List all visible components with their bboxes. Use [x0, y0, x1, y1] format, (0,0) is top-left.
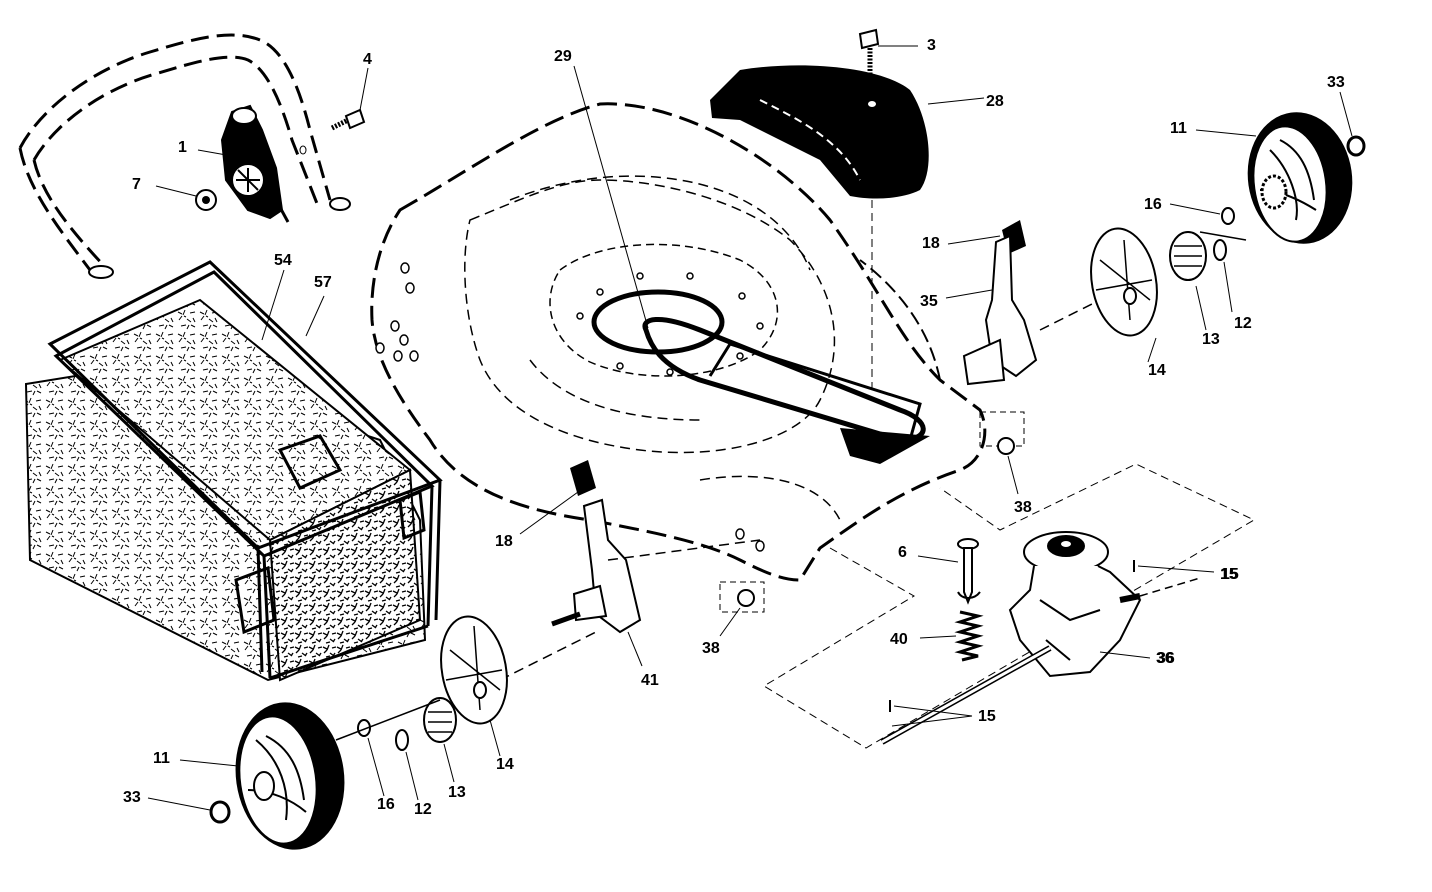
grass-bag [24, 298, 427, 682]
label-part-15-right: 15 [1220, 566, 1238, 583]
washer-16 [1221, 207, 1235, 225]
label-part-54: 54 [274, 252, 292, 269]
label-part-18-left: 18 [495, 533, 513, 550]
washer-16 [357, 719, 371, 737]
hubcap [440, 615, 508, 725]
label-part-16-left: 16 [377, 796, 395, 813]
part-38-box [719, 581, 765, 613]
label-part-29: 29 [554, 48, 572, 65]
label-part-3: 3 [927, 37, 936, 54]
belt-guard [840, 428, 930, 464]
mower-deck [370, 102, 987, 582]
label-part-14-left: 14 [496, 756, 514, 773]
washer-12 [1213, 239, 1227, 261]
label-part-11-right: 11 [1170, 120, 1187, 137]
nut-7 [195, 189, 217, 211]
label-part-40: 40 [890, 631, 908, 648]
label-part-13-left: 13 [448, 784, 466, 801]
label-part-4: 4 [363, 51, 372, 68]
label-part-6: 6 [898, 544, 907, 561]
label-part-1: 1 [178, 139, 187, 156]
drive-belt [591, 289, 926, 443]
height-lever [962, 234, 1038, 386]
handle-bracket [220, 104, 290, 223]
label-part-33-left: 33 [123, 789, 141, 806]
nut-38 [737, 589, 755, 607]
wheel-left [235, 702, 345, 850]
height-lever [551, 498, 642, 634]
nut-33 [1346, 135, 1366, 157]
handle-outline [18, 33, 332, 272]
bolt-3 [858, 28, 880, 80]
nut-33 [209, 800, 231, 824]
label-part-12-left: 12 [414, 801, 432, 818]
label-part-41: 41 [641, 672, 659, 689]
label-part-14-right: 14 [1148, 362, 1166, 379]
handle-end [329, 197, 351, 211]
hubcap [1090, 227, 1158, 337]
bolt-4 [330, 108, 366, 131]
drive-gear [423, 697, 457, 743]
bag-frame [47, 260, 443, 680]
drive-gear [1169, 231, 1207, 281]
discharge-plug [710, 65, 929, 199]
handle-end [88, 265, 114, 279]
label-part-28: 28 [986, 93, 1004, 110]
label-part-15-lower: 15 [978, 708, 996, 725]
nut-38 [997, 437, 1015, 455]
label-part-12-right: 12 [1234, 315, 1252, 332]
label-part-35: 35 [920, 293, 938, 310]
washer-12 [395, 729, 409, 751]
label-part-33-right: 33 [1327, 74, 1345, 91]
height-knob [570, 460, 596, 496]
transmission [1008, 531, 1142, 678]
label-part-18-right: 18 [922, 235, 940, 252]
label-part-36: 36 [1156, 650, 1174, 667]
label-part-16-right: 16 [1144, 196, 1162, 213]
wheel-right [1247, 112, 1353, 244]
label-part-57: 57 [314, 274, 332, 291]
label-part-11-left: 11 [153, 750, 170, 767]
transmission-area-outline [763, 463, 1256, 749]
label-part-13-right: 13 [1202, 331, 1220, 348]
spring-40 [954, 610, 984, 662]
label-part-38-left: 38 [702, 640, 720, 657]
label-part-7: 7 [132, 176, 141, 193]
deck-holes [375, 262, 764, 376]
pin-6 [957, 538, 981, 605]
label-part-38-right: 38 [1014, 499, 1032, 516]
